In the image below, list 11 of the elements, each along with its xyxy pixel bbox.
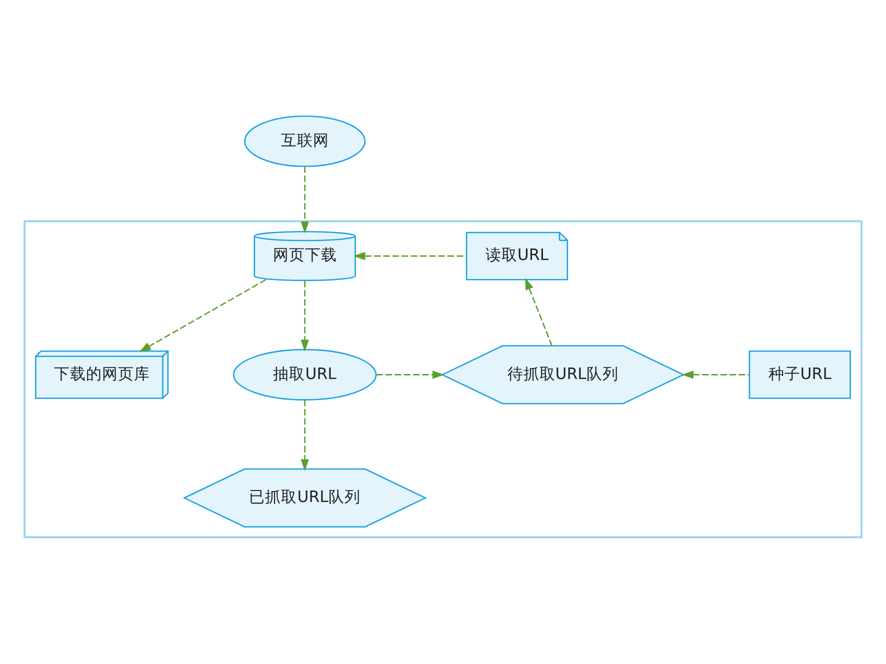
arrow [353, 252, 466, 260]
arrow [300, 400, 309, 472]
arrow [139, 279, 266, 352]
node-box: 种子URL [748, 350, 851, 399]
arrow [300, 280, 309, 352]
arrow [682, 370, 750, 379]
arrow [300, 166, 309, 234]
arrow [376, 370, 444, 379]
node-ellipse: 抽取URL [232, 348, 377, 400]
node-ellipse: 互联网 [244, 115, 366, 168]
arrow [525, 278, 553, 346]
